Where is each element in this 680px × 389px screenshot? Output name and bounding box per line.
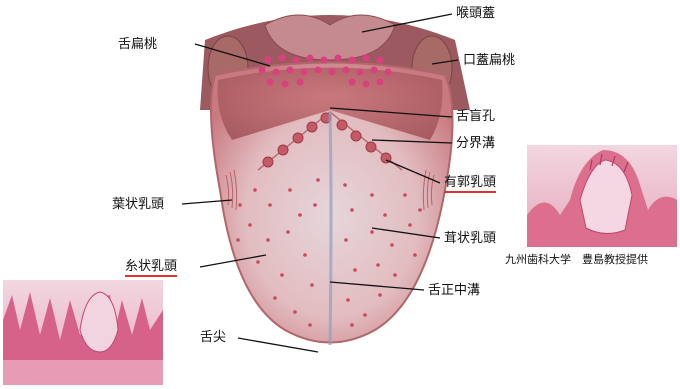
label-tongue-tip: 舌尖	[200, 330, 226, 345]
label-foliate-papilla: 葉状乳頭	[112, 197, 164, 212]
image-credit: 九州歯科大学 豊島教授提供	[505, 252, 648, 267]
label-palatine-tonsil: 口蓋扁桃	[463, 53, 515, 68]
label-median-sulcus: 舌正中溝	[428, 283, 480, 298]
label-circumvallate-papilla: 有郭乳頭	[444, 175, 496, 193]
label-lingual-tonsil: 舌扁桃	[118, 37, 157, 52]
label-fungiform-papilla: 茸状乳頭	[444, 231, 496, 246]
label-terminal-sulcus: 分界溝	[456, 136, 495, 151]
label-epiglottis: 喉頭蓋	[456, 6, 495, 21]
label-foramen-cecum: 舌盲孔	[456, 109, 495, 124]
histology-filiform-image	[3, 280, 163, 385]
median-sulcus-line	[330, 112, 331, 345]
label-filiform-papilla: 糸状乳頭	[125, 259, 177, 277]
histology-circumvallate-image	[527, 145, 677, 247]
